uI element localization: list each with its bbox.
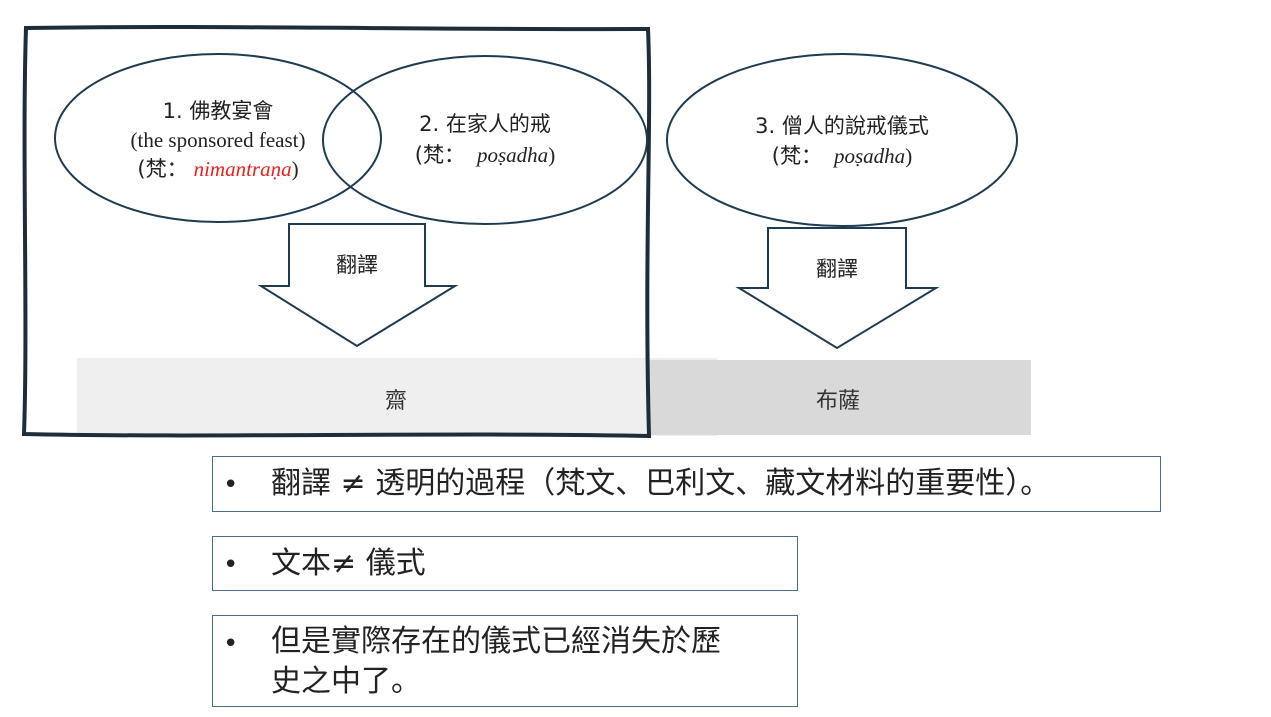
bullet-text-vs-ritual: • 文本≠ 儀式 <box>212 536 798 591</box>
lay-precepts-sanskrit: (梵： poṣadha) <box>415 143 555 167</box>
lay-precepts-sanskrit-suffix: ) <box>548 143 555 167</box>
monastic-ritual-sanskrit-prefix: (梵： <box>772 144 822 168</box>
bar-left-label: 齋 <box>385 389 407 414</box>
ellipse-lay-precepts <box>322 55 648 225</box>
bar-right-label: 布薩 <box>816 389 860 414</box>
feast-title: 1. 佛教宴會 <box>163 99 274 123</box>
lay-precepts-sanskrit-prefix: (梵： <box>415 143 465 167</box>
bullet-text-vs-ritual-text: 文本≠ 儀式 <box>271 546 426 581</box>
ellipse-feast <box>54 53 382 223</box>
feast-sanskrit-term: nimantraṇa <box>194 157 292 181</box>
lay-precepts-title: 2. 在家人的戒 <box>419 112 551 136</box>
bullet-lost-ritual: • 但是實際存在的儀式已經消失於歷 史之中了。 <box>212 615 798 707</box>
bullet-marker: • <box>223 470 239 500</box>
monastic-ritual-sanskrit: (梵： poṣadha) <box>772 144 912 168</box>
monastic-ritual-title: 3. 僧人的說戒儀式 <box>755 114 929 138</box>
bar-right <box>648 360 1031 435</box>
monastic-ritual-sanskrit-suffix: ) <box>905 144 912 168</box>
bullet-marker: • <box>223 550 239 580</box>
bullet-translation: • 翻譯 ≠ 透明的過程（梵文、巴利文、藏文材料的重要性）。 <box>212 456 1161 512</box>
feast-sanskrit-suffix: ) <box>292 157 299 181</box>
bullet-lost-ritual-line1: 但是實際存在的儀式已經消失於歷 <box>271 624 721 659</box>
bullet-lost-ritual-line2: 史之中了。 <box>271 664 421 699</box>
ellipse-monastic-ritual <box>666 53 1018 227</box>
bullet-translation-text: 翻譯 ≠ 透明的過程（梵文、巴利文、藏文材料的重要性）。 <box>271 466 1051 501</box>
monastic-ritual-sanskrit-term: poṣadha <box>832 144 905 168</box>
bar-left <box>77 358 717 436</box>
feast-sanskrit: (梵： nimantraṇa) <box>137 157 298 181</box>
feast-sanskrit-prefix: (梵： <box>137 157 187 181</box>
frame-border <box>21 25 652 439</box>
lay-precepts-sanskrit-term: poṣadha <box>475 143 548 167</box>
arrow-translation-right <box>735 227 940 350</box>
feast-english: (the sponsored feast) <box>131 128 306 152</box>
diagram-canvas: 1. 佛教宴會 (the sponsored feast) (梵： nimantr… <box>21 25 1031 439</box>
arrow-right-label: 翻譯 <box>816 257 858 281</box>
bullet-marker: • <box>223 629 239 659</box>
arrow-translation-left <box>257 223 459 348</box>
arrow-left-label: 翻譯 <box>336 253 378 277</box>
